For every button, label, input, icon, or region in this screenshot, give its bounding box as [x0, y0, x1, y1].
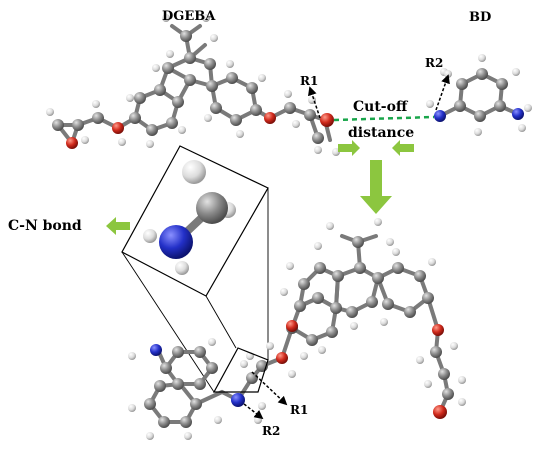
cutoff-distance-line	[333, 115, 435, 122]
distance-label: distance	[348, 125, 414, 141]
green-arrow-left	[392, 140, 414, 156]
green-arrow-down	[360, 160, 392, 214]
dgeba-molecule	[56, 24, 332, 145]
r1-label-top: R1	[300, 74, 318, 88]
zoom-line-1	[205, 295, 237, 349]
dgeba-label: DGEBA	[162, 9, 216, 24]
cn-zoom-atoms	[143, 160, 236, 275]
bd-atoms	[426, 54, 532, 136]
green-arrow-cn	[106, 217, 130, 235]
r2-arrow-top	[435, 74, 450, 111]
r1-arrow-top	[308, 86, 321, 119]
zoom-line-3	[121, 251, 215, 393]
product-atoms	[128, 218, 466, 440]
dgeba-atoms	[46, 14, 340, 156]
r2-label-top: R2	[425, 56, 443, 70]
green-arrow-right	[338, 140, 360, 156]
r1-label-bottom: R1	[290, 403, 308, 417]
bd-label: BD	[469, 10, 491, 25]
r2-arrow-bottom	[243, 403, 264, 420]
r2-label-bottom: R2	[262, 424, 280, 438]
cn-bond-highlight-box	[212, 347, 269, 393]
cn-bond-label: C-N bond	[8, 218, 82, 234]
r1-arrow-bottom	[251, 371, 288, 406]
cutoff-label: Cut-off	[353, 99, 409, 115]
